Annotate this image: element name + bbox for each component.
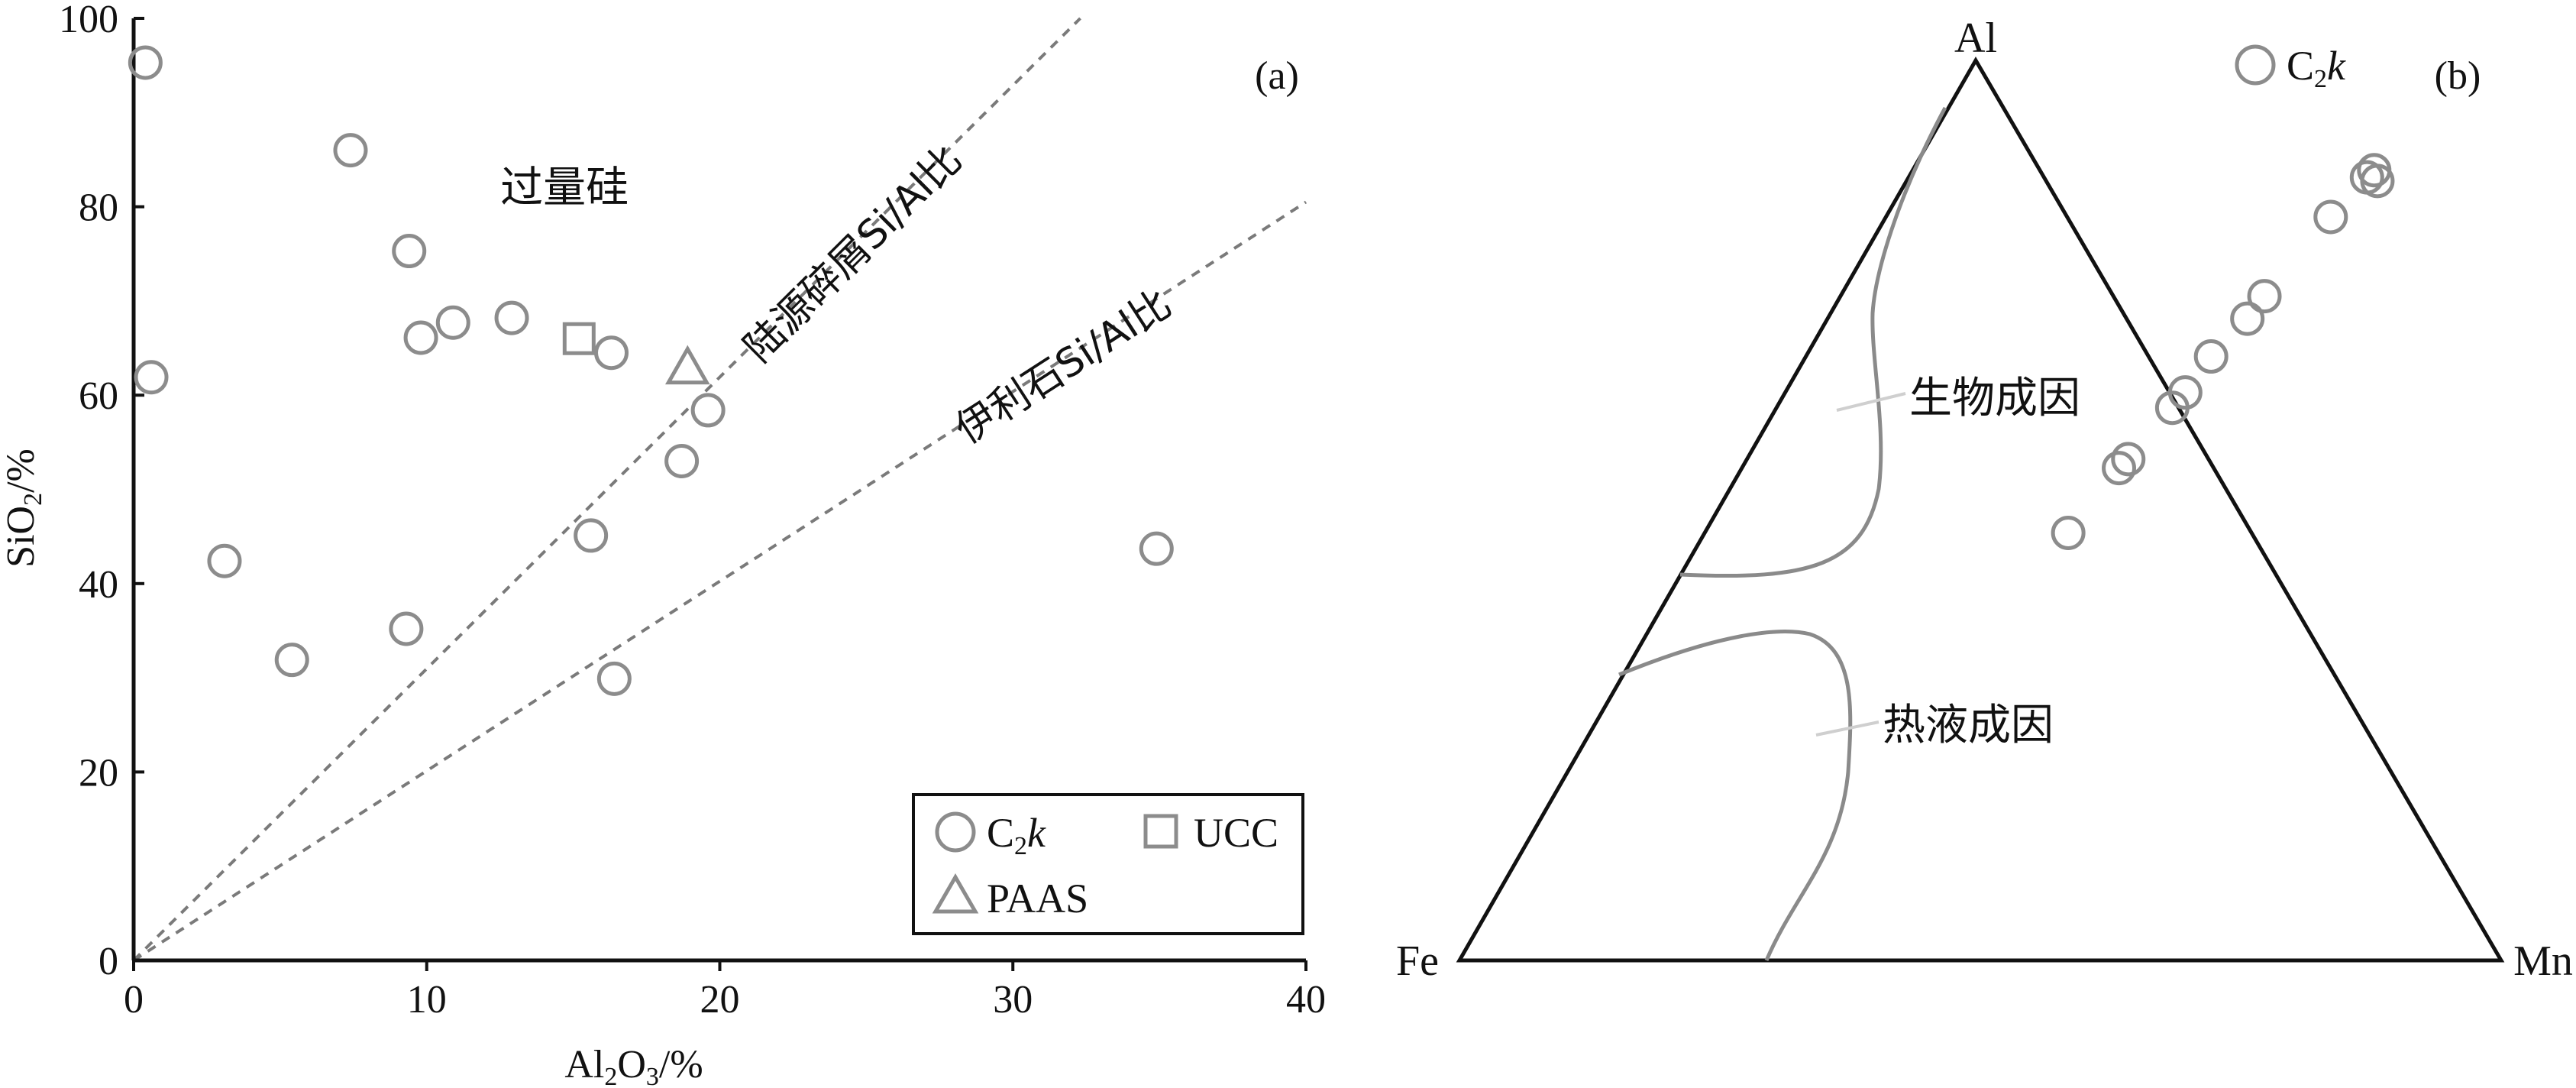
data-point-c2k xyxy=(333,133,368,168)
field-label-hydrothermal: 热液成因 xyxy=(1883,701,2054,750)
reference-line-label: 伊利石Si/Al比 xyxy=(948,281,1180,454)
legend: C2k xyxy=(2235,43,2346,93)
annotations: 过量硅 xyxy=(500,163,629,212)
data-point-c2k xyxy=(664,444,700,479)
data-point-c2k xyxy=(2357,153,2392,188)
data-point-c2k xyxy=(2154,390,2190,426)
data-points xyxy=(2051,153,2395,550)
y-tick-label: 40 xyxy=(79,563,118,607)
reference-line xyxy=(132,200,1307,962)
ternary-frame xyxy=(1456,57,2505,963)
data-point-c2k xyxy=(2193,339,2229,374)
vertex-label-mn: Mn xyxy=(2513,937,2573,985)
data-point-c2k xyxy=(2230,301,2265,336)
legend-marker-triangle xyxy=(932,873,979,914)
legend-label-paas: PAAS xyxy=(987,876,1088,921)
annotation-excess-silica: 过量硅 xyxy=(500,163,629,212)
y-tick-label: 0 xyxy=(99,940,118,983)
x-axis-label: Al2O3/% xyxy=(564,1043,703,1088)
tick-marks xyxy=(132,17,1307,971)
legend-label-c2k: C2k xyxy=(2287,43,2346,93)
x-tick-label: 30 xyxy=(993,978,1033,1022)
data-point-c2k xyxy=(494,300,529,335)
y-tick-label: 80 xyxy=(79,186,118,230)
panel-label: (a) xyxy=(1255,54,1299,98)
data-point-c2k xyxy=(389,611,424,646)
tick-labels: 0 10 20 30 40 0 20 40 60 80 100 xyxy=(59,0,1326,1022)
data-point-c2k xyxy=(274,643,309,678)
y-tick-label: 60 xyxy=(79,374,118,418)
data-point-paas xyxy=(664,345,710,385)
data-point-c2k xyxy=(2111,442,2146,477)
reference-line-label: 陆源碎屑Si/Al比 xyxy=(735,137,971,371)
data-point-c2k xyxy=(207,543,242,578)
data-point-c2k xyxy=(1139,531,1174,566)
data-point-c2k xyxy=(2313,199,2348,235)
x-tick-label: 10 xyxy=(407,978,447,1022)
data-point-c2k xyxy=(2349,160,2384,195)
panel-label: (b) xyxy=(2435,54,2481,98)
data-point-ucc xyxy=(562,322,596,355)
vertex-label-al: Al xyxy=(1954,15,1997,62)
data-point-c2k xyxy=(134,360,169,395)
legend-marker-square xyxy=(1143,814,1178,849)
data-point-c2k xyxy=(2102,451,2137,486)
x-tick-label: 20 xyxy=(700,978,740,1022)
leader-line-biogenic xyxy=(1836,392,1906,412)
legend-label-ucc: UCC xyxy=(1194,810,1278,856)
legend-marker-circle xyxy=(935,811,976,853)
y-axis-label: SiO2/% xyxy=(0,448,47,568)
legend-label-c2k: C2k xyxy=(987,810,1046,860)
x-tick-label: 0 xyxy=(124,978,144,1022)
data-point-c2k xyxy=(596,661,632,696)
leader-line-hydrothermal xyxy=(1815,720,1879,737)
legend-frame xyxy=(912,793,1304,935)
field-boundary-hydrothermal xyxy=(1618,630,1853,961)
data-point-c2k xyxy=(594,335,629,371)
data-point-c2k xyxy=(574,518,609,553)
data-point-c2k xyxy=(403,320,438,355)
data-points xyxy=(128,45,1174,696)
legend: C2k UCC PAAS xyxy=(912,793,1304,935)
panel-b-ternary: 生物成因 热液成因 Al Fe Mn (b) C2k xyxy=(1396,15,2573,985)
field-label-biogenic: 生物成因 xyxy=(1909,374,2080,423)
y-tick-label: 20 xyxy=(79,751,118,795)
data-point-c2k xyxy=(128,45,163,80)
data-point-c2k xyxy=(435,305,470,340)
data-point-c2k xyxy=(690,393,726,428)
data-point-c2k xyxy=(392,234,427,269)
x-tick-label: 40 xyxy=(1286,978,1326,1022)
reference-line xyxy=(132,17,1081,962)
legend-marker-circle xyxy=(2235,44,2276,86)
y-tick-label: 100 xyxy=(59,0,118,41)
vertex-label-fe: Fe xyxy=(1396,937,1439,985)
data-point-c2k xyxy=(2051,515,2086,550)
data-point-c2k xyxy=(2247,279,2282,314)
